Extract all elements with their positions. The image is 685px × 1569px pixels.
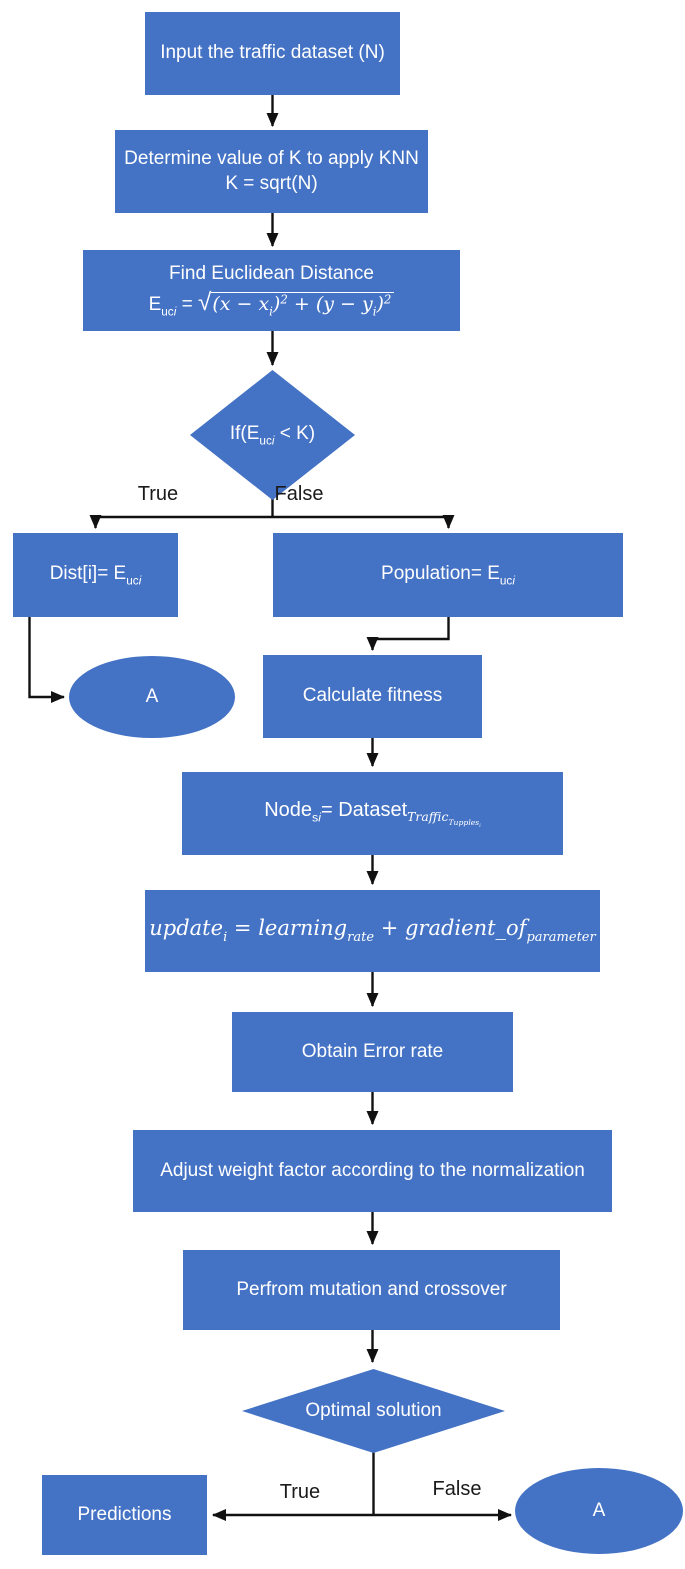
node-adjust-weight: Adjust weight factor according to the no… xyxy=(133,1130,612,1212)
node-input-dataset: Input the traffic dataset (N) xyxy=(145,12,400,95)
connector-a-right-label: A xyxy=(592,1499,606,1521)
update-rule-label: updatei = learningrate + gradient_ofpara… xyxy=(149,916,596,945)
node-dataset-assignment: Nodesi= DatasetTrafficTupplesi xyxy=(182,772,563,855)
predictions-label: Predictions xyxy=(77,1503,172,1525)
decision-euclidean-label: If(Euci < K) xyxy=(229,422,316,447)
node-update-rule: updatei = learningrate + gradient_ofpara… xyxy=(145,890,600,972)
node-input-dataset-label: Input the traffic dataset (N) xyxy=(160,42,385,64)
connector-a-right: A xyxy=(515,1468,683,1554)
node-population-assignment: Population= Euci xyxy=(273,533,623,617)
branch-label-false-optimal: False xyxy=(432,1478,482,1500)
connector-a-left-label: A xyxy=(145,685,159,707)
node-calculate-fitness: Calculate fitness xyxy=(263,655,482,738)
sqrt-radicand: (x − xi)2 + (y − yi)2 xyxy=(211,291,395,318)
node-determine-k: Determine value of K to apply KNN K = sq… xyxy=(115,130,428,213)
sqrt-symbol: √ xyxy=(197,288,212,316)
decision-euclidean-vs-k: If(Euci < K) xyxy=(190,370,355,500)
branch-label-true-knn: True xyxy=(137,483,179,505)
mutation-crossover-label: Perfrom mutation and crossover xyxy=(236,1278,507,1300)
determine-k-line2: K = sqrt(N) xyxy=(225,172,318,194)
branch-label-true-optimal: True xyxy=(279,1481,321,1503)
node-mutation-crossover: Perfrom mutation and crossover xyxy=(183,1250,560,1330)
obtain-error-rate-label: Obtain Error rate xyxy=(301,1040,444,1062)
adjust-weight-label: Adjust weight factor according to the no… xyxy=(160,1159,585,1181)
dataset-assignment-label: Nodesi= DatasetTrafficTupplesi xyxy=(264,798,481,829)
node-obtain-error-rate: Obtain Error rate xyxy=(232,1012,513,1092)
calculate-fitness-label: Calculate fitness xyxy=(302,685,443,707)
optimal-solution-label: Optimal solution xyxy=(305,1399,442,1421)
connector-a-left: A xyxy=(69,656,235,738)
node-dist-assignment: Dist[i]= Euci xyxy=(13,533,178,617)
decision-optimal-solution: Optimal solution xyxy=(242,1369,505,1453)
node-predictions: Predictions xyxy=(42,1475,207,1555)
branch-label-false-knn: False xyxy=(274,483,324,505)
population-assignment-label: Population= Euci xyxy=(381,562,515,587)
dist-assignment-label: Dist[i]= Euci xyxy=(49,562,142,587)
euclidean-formula: Euci = √(x − xi)2 + (y − yi)2 xyxy=(149,287,395,320)
euclidean-title: Find Euclidean Distance xyxy=(169,262,374,284)
edge-dist-a xyxy=(28,617,65,703)
edge-population-fitness xyxy=(366,617,450,651)
node-euclidean-distance: Find Euclidean Distance Euci = √(x − xi)… xyxy=(83,250,460,331)
determine-k-line1: Determine value of K to apply KNN xyxy=(124,147,419,169)
